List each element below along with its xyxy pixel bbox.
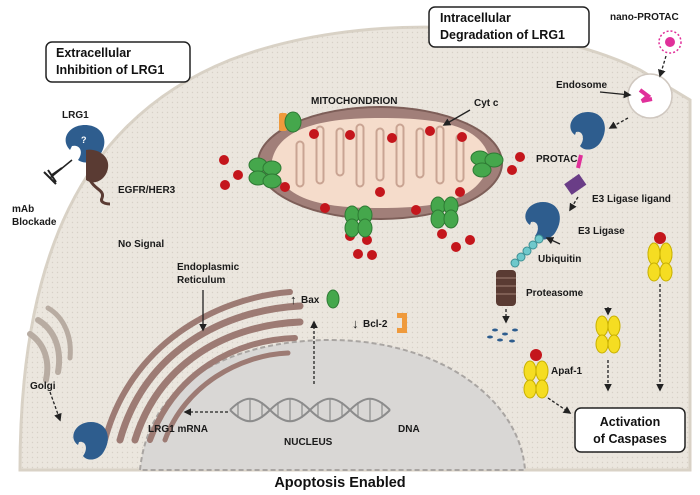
activation-title-1: Activation: [600, 415, 660, 429]
mitochondrion: [257, 106, 503, 220]
label-nucleus: NUCLEUS: [284, 437, 333, 448]
activation-box: [574, 407, 686, 453]
extracellular-title-2: Inhibition of LRG1: [56, 63, 164, 77]
arrows: [49, 55, 667, 422]
apaf1-caspase: [523, 349, 549, 399]
label-ubiquitin: Ubiquitin: [538, 254, 581, 265]
figure-caption: Apoptosis Enabled: [274, 475, 405, 491]
bax-icon: [326, 289, 340, 309]
label-proteasome: Proteasome: [526, 288, 584, 299]
nucleus: [138, 338, 527, 471]
label-nano-protac: nano-PROTAC: [610, 12, 679, 23]
dna-helix: [229, 397, 391, 423]
protac-molecule: [564, 112, 605, 195]
label-dna: DNA: [398, 424, 420, 435]
label-er-1: Endoplasmic: [177, 262, 240, 273]
extracellular-box: [45, 41, 191, 83]
nano-protac-particle: [658, 30, 682, 54]
label-no-signal: No Signal: [118, 239, 164, 250]
label-mab-1: mAb: [12, 204, 34, 215]
endosome: [627, 73, 673, 119]
label-lrg1-mark: ?: [81, 135, 87, 145]
peptide-fragments: [487, 328, 518, 343]
label-bax: Bax: [301, 295, 320, 306]
bax-cluster-right: [470, 150, 504, 178]
mab-block-bar: [43, 171, 57, 185]
cytochrome-c-dots: [219, 126, 525, 260]
activation-title-2: of Caspases: [593, 432, 667, 446]
label-endosome: Endosome: [556, 80, 608, 91]
label-golgi: Golgi: [30, 381, 56, 392]
label-e3-ligand: E3 Ligase ligand: [592, 194, 671, 205]
caspase-middle: [595, 315, 621, 354]
label-apaf1: Apaf-1: [551, 366, 583, 377]
label-bcl2: Bcl-2: [363, 319, 388, 330]
bax-cluster-bottom-right: [430, 196, 459, 229]
label-mab-2: Blockade: [12, 217, 57, 228]
lrg1-golgi: [73, 422, 108, 460]
bcl2-icon: [397, 313, 407, 333]
intracellular-title-1: Intracellular: [440, 11, 511, 25]
caspase-top: [647, 232, 673, 282]
bax-cluster-left: [248, 157, 282, 189]
extracellular-title-1: Extracellular: [56, 46, 131, 60]
label-cytc: Cyt c: [474, 98, 499, 109]
intracellular-title-2: Degradation of LRG1: [440, 28, 565, 42]
label-er-2: Reticulum: [177, 275, 225, 286]
label-protac: PROTAC: [536, 154, 577, 165]
label-bax-arrow: ↑: [290, 292, 297, 307]
lrg1-ubiquitinated: [510, 202, 560, 268]
proteasome: [496, 270, 516, 306]
label-mitochondrion: MITOCHONDRION: [311, 96, 397, 107]
label-egfr: EGFR/HER3: [118, 185, 176, 196]
label-e3-ligase: E3 Ligase: [578, 226, 625, 237]
label-lrg1-mrna: LRG1 mRNA: [148, 424, 208, 435]
endoplasmic-reticulum: [102, 289, 304, 444]
golgi: [27, 305, 73, 383]
lrg1-receptor-complex: [47, 125, 111, 206]
bax-cluster-bottom-left: [344, 205, 373, 238]
bcl2-bax-complex: [279, 111, 302, 133]
label-lrg1: LRG1: [62, 110, 89, 121]
intracellular-box: [428, 6, 590, 48]
mab-block: [49, 159, 73, 179]
label-bcl2-arrow: ↓: [352, 316, 359, 331]
